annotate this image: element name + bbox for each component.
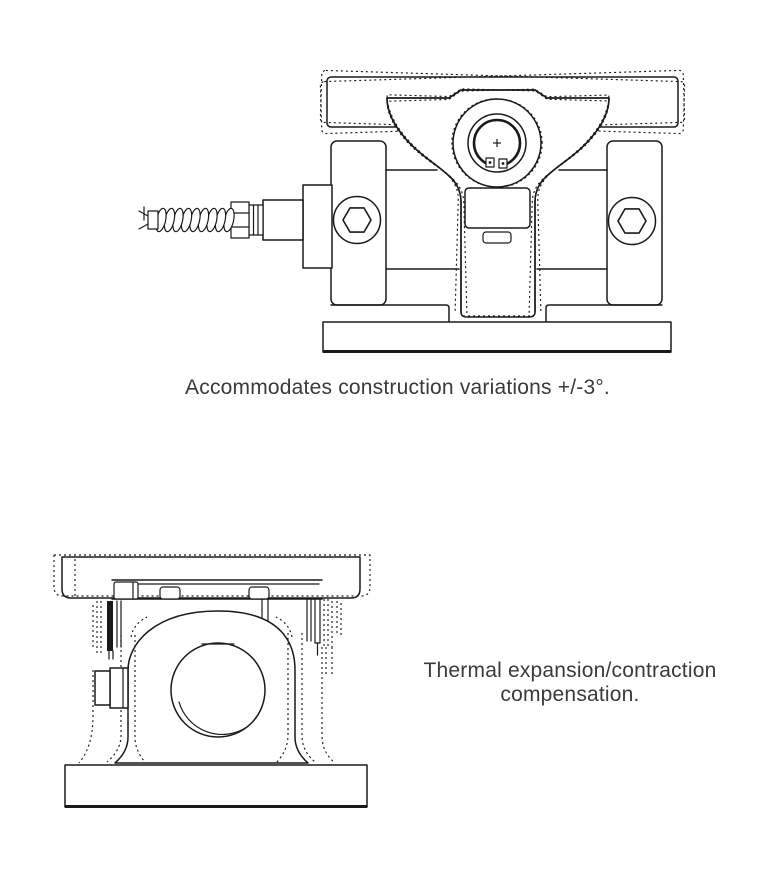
hex-bolt-right bbox=[607, 196, 657, 246]
figure2-caption-line1: Thermal expansion/contraction bbox=[423, 659, 717, 682]
weigh-module-side-view-drawing bbox=[53, 554, 371, 808]
right-guide-pins bbox=[306, 598, 342, 675]
top-plate bbox=[61, 556, 361, 599]
body-lines bbox=[385, 169, 608, 270]
slider-assembly bbox=[111, 579, 323, 646]
base-plate bbox=[322, 321, 672, 353]
mounting-columns bbox=[330, 140, 663, 306]
left-guide-pins bbox=[92, 600, 122, 660]
base-plate bbox=[64, 764, 368, 808]
cable-collar bbox=[248, 204, 264, 236]
figure2-caption: Thermal expansion/contraction compensati… bbox=[390, 659, 750, 707]
weigh-module-front-view-drawing bbox=[138, 69, 686, 353]
body-shift-dotted bbox=[78, 616, 336, 764]
cable-assembly bbox=[138, 184, 333, 269]
side-block bbox=[94, 667, 129, 709]
top-plate-shift-dotted bbox=[53, 554, 371, 597]
center-mark bbox=[493, 139, 501, 147]
name-plate bbox=[464, 187, 531, 244]
lower-rail bbox=[330, 304, 663, 322]
cable-end-leads bbox=[138, 206, 159, 230]
figure-weigh-module-front bbox=[135, 50, 695, 360]
figure1-caption-text: Accommodates construction variations +/-… bbox=[185, 376, 610, 399]
figure1-caption: Accommodates construction variations +/-… bbox=[30, 376, 765, 400]
figure2-caption-line2: compensation. bbox=[500, 683, 640, 706]
cable-gland-body bbox=[262, 199, 304, 241]
load-pin bbox=[170, 642, 266, 738]
snap-ring-lugs bbox=[485, 157, 508, 169]
hex-bolt-left bbox=[332, 195, 382, 245]
cable-hex-nut bbox=[230, 201, 250, 239]
figure-weigh-module-side bbox=[35, 535, 385, 825]
coiled-cable bbox=[155, 207, 235, 233]
pivot-bearing bbox=[452, 98, 542, 188]
cable-flange-block bbox=[302, 184, 333, 269]
